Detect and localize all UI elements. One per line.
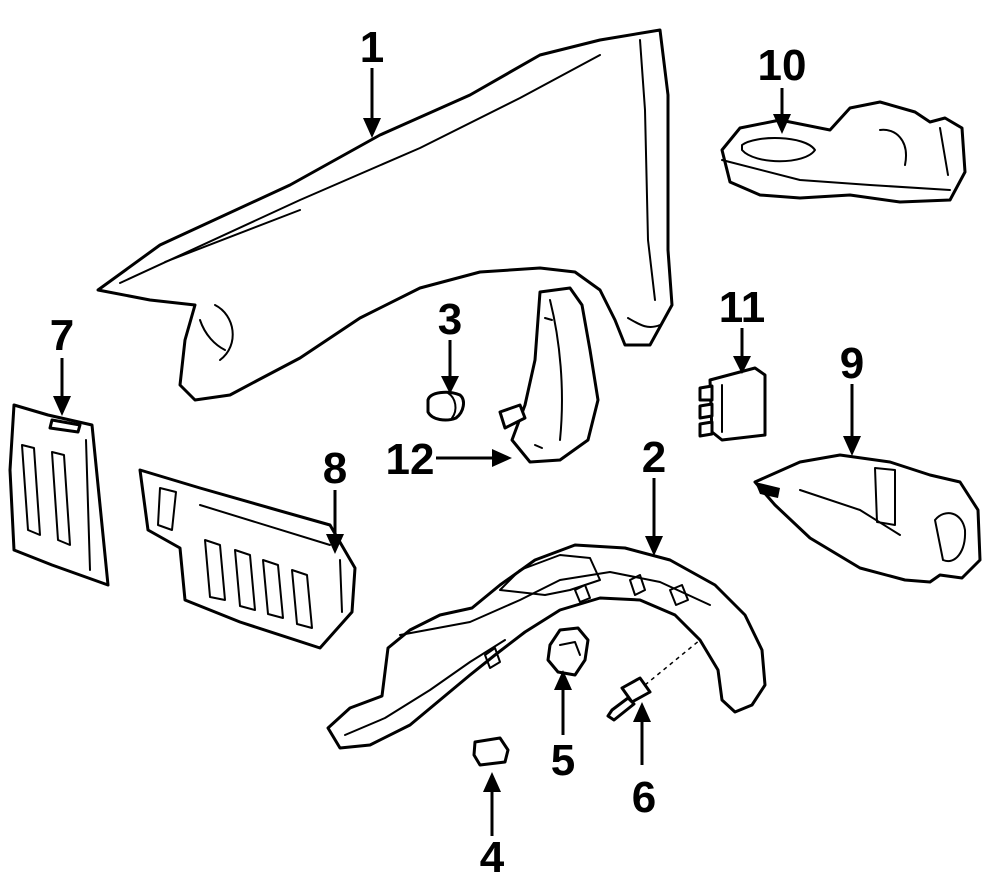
- callout-4: 4: [480, 833, 505, 882]
- callout-10: 10: [758, 41, 807, 90]
- arrow-head-8: [326, 534, 344, 554]
- callout-12: 12: [386, 435, 435, 484]
- callout-7: 7: [50, 311, 74, 360]
- arrow-head-11: [733, 356, 751, 374]
- arrow-head-10: [773, 114, 791, 134]
- callout-6: 6: [632, 773, 656, 822]
- arrow-head-3: [441, 376, 459, 394]
- clip-block-part-11: [698, 366, 767, 442]
- arrow-head-4: [483, 772, 501, 792]
- splash-shield-part-9: [753, 453, 982, 584]
- callout-labels: 1 2 3 4 5 6 7 8 9 10 11 12: [50, 23, 864, 882]
- fender-liner-part: [326, 543, 767, 750]
- callout-arrows: [53, 68, 861, 836]
- nut-clip-part-5: [546, 626, 590, 677]
- callout-11: 11: [719, 283, 766, 332]
- fender-part: [96, 28, 674, 402]
- callout-1: 1: [360, 23, 384, 72]
- splash-shield-part-7: [8, 403, 110, 587]
- arrow-head-7: [53, 396, 71, 416]
- retainer-part-4: [472, 736, 510, 767]
- arrow-head-12: [492, 449, 512, 467]
- molding-part-12: [498, 286, 600, 464]
- arrow-head-6: [633, 702, 651, 722]
- callout-5: 5: [551, 736, 575, 785]
- clip-part-3: [426, 390, 465, 422]
- arrow-head-5: [554, 670, 572, 690]
- callout-3: 3: [438, 295, 462, 344]
- arrow-head-1: [363, 118, 381, 138]
- deflector-part-8: [138, 468, 357, 650]
- arrow-head-9: [843, 436, 861, 456]
- arrow-head-2: [645, 536, 663, 556]
- bracket-part-10: [720, 100, 967, 204]
- callout-8: 8: [323, 444, 347, 493]
- callout-2: 2: [642, 433, 666, 482]
- bolt-part-6: [606, 639, 701, 722]
- callout-9: 9: [840, 339, 864, 388]
